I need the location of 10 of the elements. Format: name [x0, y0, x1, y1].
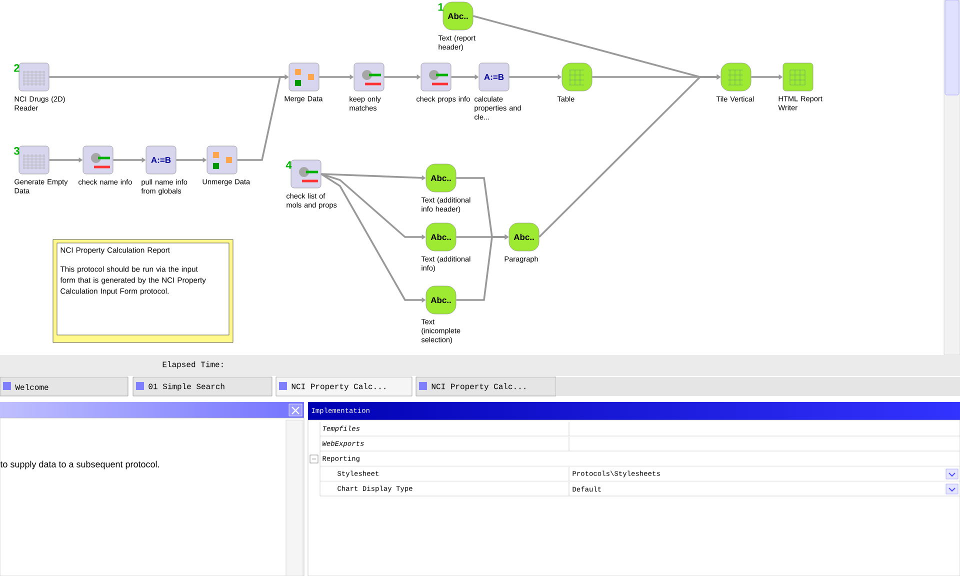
- step-number: 3: [14, 147, 20, 155]
- tab: NCI Property Calc...: [416, 376, 556, 396]
- tab: 01 Simple Search: [132, 376, 272, 396]
- tab: Welcome: [0, 376, 128, 396]
- tab: NCI Property Calc...: [276, 376, 412, 396]
- step-number: 4: [286, 161, 292, 169]
- step-number: 2: [14, 64, 20, 72]
- step-number: 1: [438, 3, 444, 11]
- status-text: Elapsed Time:: [162, 361, 223, 369]
- description-text: to supply data to a subsequent protocol.: [0, 460, 159, 470]
